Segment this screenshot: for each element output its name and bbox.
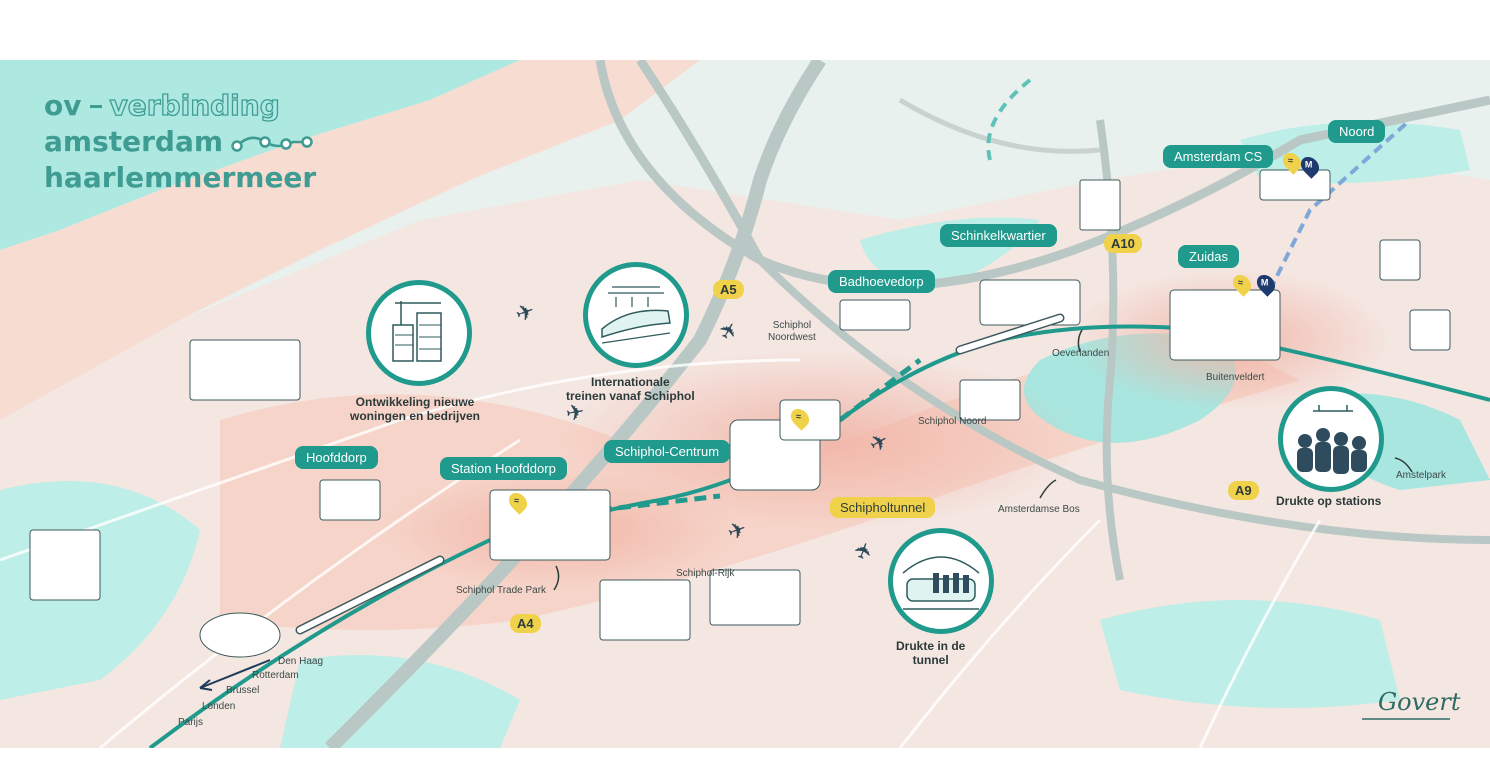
tag-station-hoofddorp[interactable]: Station Hoofddorp bbox=[440, 457, 567, 480]
place-parijs: Parijs bbox=[178, 717, 204, 728]
caption-woningen: Ontwikkeling nieuwe woningen en bedrijve… bbox=[350, 395, 481, 423]
place-den-haag: Den Haag bbox=[278, 656, 324, 667]
tag-noord[interactable]: Noord bbox=[1328, 120, 1386, 143]
place-schiphol-noordwest: Schiphol Noordwest bbox=[768, 320, 816, 343]
road-a4: A4 bbox=[510, 614, 541, 633]
line-stops-icon bbox=[231, 136, 313, 152]
caption-treinen: Internationale treinen vanaf Schiphol bbox=[566, 375, 695, 403]
tunnel-platform-icon bbox=[902, 556, 980, 610]
construction-icon bbox=[392, 301, 442, 362]
place-londen: Londen bbox=[202, 701, 236, 712]
title-line-1: ov verbinding bbox=[44, 88, 316, 124]
place-schiphol-rijk: Schiphol-Rijk bbox=[676, 568, 735, 579]
crowd-icon bbox=[1297, 405, 1367, 474]
road-schipholtunnel[interactable]: Schipholtunnel bbox=[830, 497, 936, 518]
theme-circle-crowd[interactable] bbox=[1278, 386, 1384, 492]
title-verbinding: verbinding bbox=[109, 88, 281, 122]
title-dash bbox=[89, 104, 102, 108]
road-a9: A9 bbox=[1228, 481, 1259, 500]
road-a5: A5 bbox=[713, 280, 744, 299]
artist-signature: Govert bbox=[1378, 688, 1461, 716]
signature-underline bbox=[1362, 718, 1450, 720]
theme-circle-tunnel[interactable] bbox=[888, 528, 994, 634]
title-haarlemmermeer: haarlemmermeer bbox=[44, 161, 317, 194]
caption-stations: Drukte op stations bbox=[1276, 494, 1382, 508]
map-base-illustration bbox=[0, 60, 1490, 748]
tag-zuidas[interactable]: Zuidas bbox=[1178, 245, 1240, 268]
map-title: ov verbinding amsterdam haarlemmermeer bbox=[44, 88, 316, 196]
place-oeverlanden: Oeverlanden bbox=[1052, 348, 1110, 359]
place-rotterdam: Rotterdam bbox=[252, 670, 299, 681]
place-schiphol-trade-park: Schiphol Trade Park bbox=[456, 585, 547, 596]
tag-badhoevedorp[interactable]: Badhoevedorp bbox=[828, 270, 935, 293]
high-speed-train-icon bbox=[601, 286, 671, 344]
map-canvas[interactable]: ov verbinding amsterdam haarlemmermeer N… bbox=[0, 60, 1490, 748]
place-amstelpark: Amstelpark bbox=[1396, 470, 1447, 481]
theme-circle-trains[interactable] bbox=[583, 262, 689, 368]
theme-circle-construction[interactable] bbox=[366, 280, 472, 386]
title-amsterdam: amsterdam bbox=[44, 125, 224, 158]
place-amsterdamse-bos: Amsterdamse Bos bbox=[998, 504, 1080, 515]
tag-schinkelkwartier[interactable]: Schinkelkwartier bbox=[940, 224, 1057, 247]
tag-amsterdam-cs[interactable]: Amsterdam CS bbox=[1163, 145, 1274, 168]
title-ov: ov bbox=[44, 89, 82, 122]
road-a10: A10 bbox=[1104, 234, 1142, 253]
place-brussel: Brussel bbox=[226, 685, 260, 696]
tag-schiphol-centrum[interactable]: Schiphol-Centrum bbox=[604, 440, 731, 463]
tag-hoofddorp[interactable]: Hoofddorp bbox=[295, 446, 378, 469]
title-line-2: amsterdam bbox=[44, 124, 316, 160]
caption-tunnel: Drukte in de tunnel bbox=[896, 639, 966, 667]
place-schiphol-noord: Schiphol Noord bbox=[918, 416, 987, 427]
place-buitenveldert: Buitenveldert bbox=[1206, 372, 1265, 383]
